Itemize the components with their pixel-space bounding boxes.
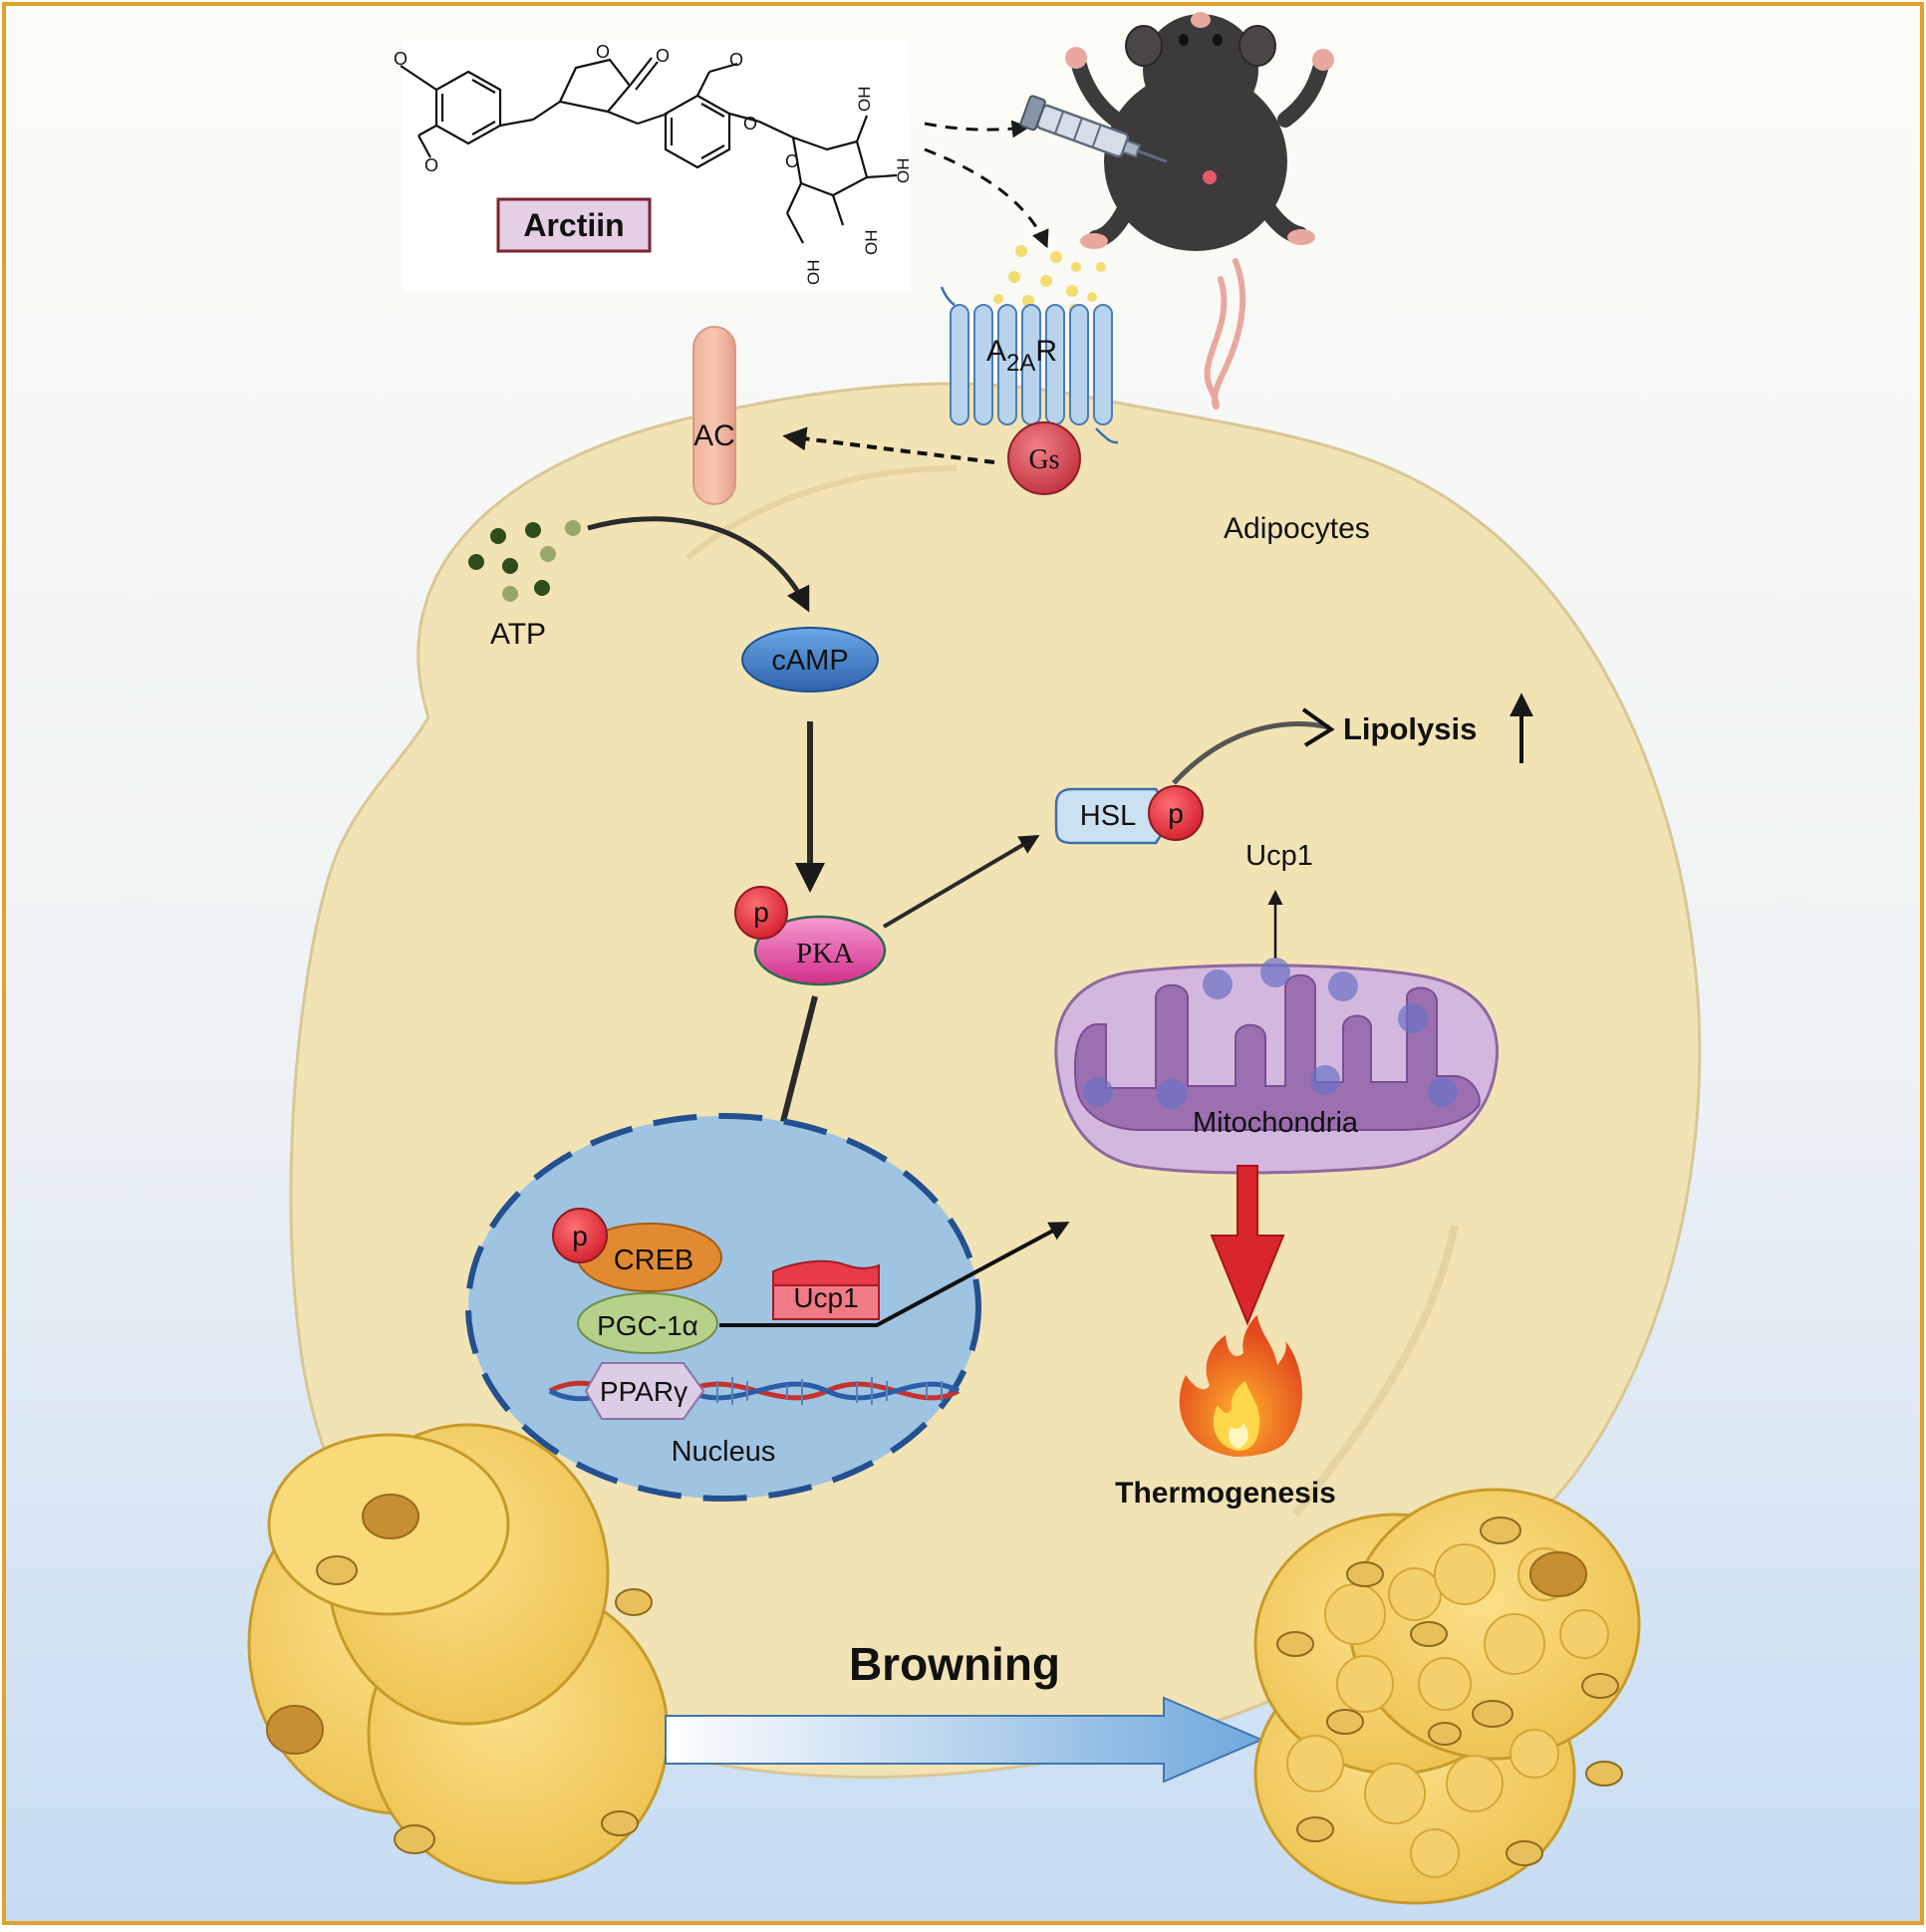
ucp1-gene-label: Ucp1 bbox=[793, 1282, 858, 1313]
camp-label: cAMP bbox=[771, 645, 848, 677]
hydroxyl-label: OH bbox=[804, 260, 823, 286]
arctiin-structure: O O O O O O O OH OH OH OH Arctiin bbox=[394, 40, 913, 291]
hsl-phospho-label: p bbox=[1168, 798, 1184, 829]
thermogenesis-arrow bbox=[1210, 1165, 1285, 1326]
atp-to-camp-arrow bbox=[587, 516, 810, 613]
pka-to-hsl-arrow bbox=[882, 834, 1040, 929]
hydroxyl-label: OH bbox=[862, 230, 881, 256]
svg-text:O: O bbox=[743, 114, 757, 134]
pgc1a-to-mitochondria-arrow bbox=[719, 1222, 1070, 1327]
browning-label: Browning bbox=[849, 1638, 1060, 1690]
svg-text:O: O bbox=[394, 49, 408, 69]
flame-icon bbox=[1179, 1315, 1302, 1457]
cell-texture bbox=[1291, 1225, 1459, 1518]
white-adipocyte-cluster bbox=[247, 1423, 670, 1885]
receptor-label: A2AR bbox=[986, 335, 1057, 377]
mitochondria-label: Mitochondria bbox=[1193, 1107, 1359, 1139]
arctiin-label: Arctiin bbox=[523, 207, 624, 243]
lipolysis-arrowhead bbox=[1301, 707, 1335, 747]
camp-molecule bbox=[741, 627, 879, 692]
pka-phospho-group bbox=[734, 886, 788, 940]
ac-label: AC bbox=[693, 419, 735, 452]
browning-arrow bbox=[665, 1696, 1264, 1784]
thermogenesis-label: Thermogenesis bbox=[1115, 1477, 1336, 1510]
cell-label: Adipocytes bbox=[1224, 512, 1370, 545]
heteroatom-labels: O O O O O O O bbox=[394, 42, 799, 175]
lipolysis-label: Lipolysis bbox=[1343, 711, 1477, 746]
syringe-icon bbox=[1019, 95, 1168, 163]
gs-protein bbox=[1007, 421, 1081, 495]
hydroxyl-label: OH bbox=[855, 87, 874, 113]
svg-text:O: O bbox=[785, 151, 799, 171]
atp-molecules bbox=[468, 520, 581, 602]
nucleus: CREB p PGC-1α Ucp1 PPARγ Nucleus bbox=[465, 1113, 981, 1502]
svg-text:O: O bbox=[424, 155, 438, 175]
svg-text:O: O bbox=[729, 50, 743, 70]
atp-label: ATP bbox=[490, 618, 546, 651]
svg-text:O: O bbox=[596, 42, 610, 62]
hydroxyl-label: OH bbox=[894, 158, 913, 184]
cell-texture bbox=[686, 465, 958, 561]
pka-enzyme bbox=[753, 915, 887, 986]
arctiin-label-box bbox=[496, 197, 652, 253]
mouse-icon bbox=[1065, 12, 1334, 411]
pgc1a-label: PGC-1α bbox=[597, 1310, 698, 1341]
hsl-enzyme bbox=[1054, 787, 1176, 845]
ucp1-protein-label: Ucp1 bbox=[1245, 840, 1313, 872]
pka-label: PKA bbox=[796, 938, 854, 969]
gs-label: Gs bbox=[1028, 444, 1059, 475]
gs-to-ac-arrow bbox=[782, 426, 995, 464]
a2a-receptor: A2AR bbox=[940, 286, 1119, 444]
creb-phospho-group bbox=[552, 1208, 608, 1263]
hsl-phospho-group bbox=[1148, 785, 1204, 841]
beige-adipocyte-cluster bbox=[1253, 1488, 1641, 1905]
creb-label: CREB bbox=[614, 1244, 694, 1276]
ppar-label: PPARγ bbox=[600, 1376, 688, 1407]
adenylyl-cyclase bbox=[692, 326, 736, 505]
nucleus-label: Nucleus bbox=[672, 1436, 776, 1468]
svg-text:O: O bbox=[656, 46, 670, 66]
mitochondria: Mitochondria bbox=[1054, 958, 1499, 1175]
dashed-arrow-to-syringe bbox=[924, 120, 1030, 138]
molecule-skeleton bbox=[400, 57, 898, 244]
creb-phospho-label: p bbox=[572, 1221, 588, 1251]
pka-phospho-label: p bbox=[753, 897, 769, 928]
hsl-label: HSL bbox=[1080, 800, 1136, 832]
